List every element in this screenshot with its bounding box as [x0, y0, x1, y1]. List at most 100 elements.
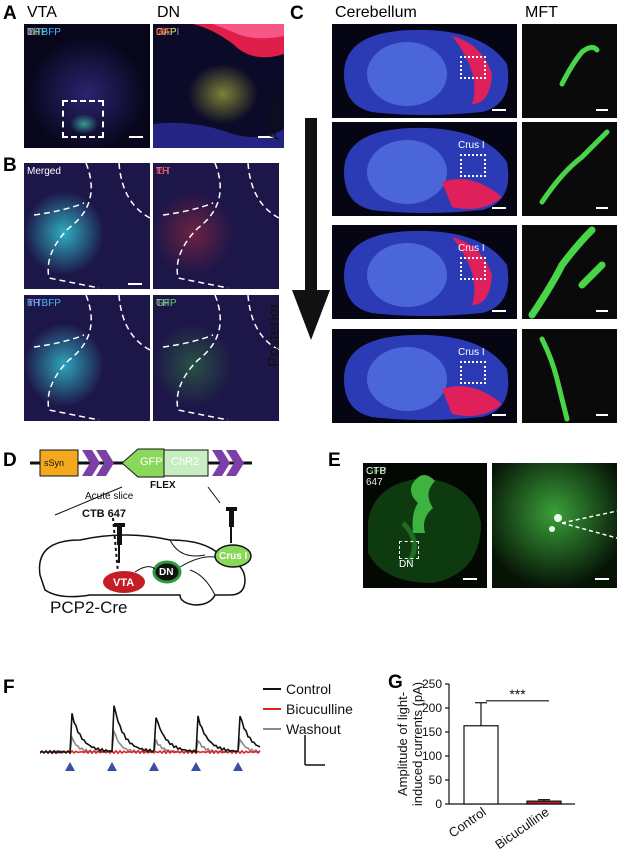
light-stimulus-marker	[107, 762, 117, 771]
panel-label-c: C	[290, 3, 304, 24]
light-stimulus-marker	[65, 762, 75, 771]
e-channel-1: CTB 647	[366, 466, 386, 488]
scale-bar	[492, 414, 506, 416]
y-tick-label: 250	[422, 677, 442, 691]
y-tick-label: 200	[422, 701, 442, 715]
loxp-right-1	[212, 450, 230, 476]
dn-label: DN	[159, 567, 174, 578]
b-tile-2-channel-0: TH	[27, 298, 41, 309]
b-tile-1-channel-1: tdT	[156, 166, 171, 177]
crus-roi-label: Crus I	[458, 347, 485, 358]
scale-bar	[492, 207, 506, 209]
b-tile-1-channel-0: TH	[156, 166, 170, 177]
trace-scale-bar	[304, 735, 325, 766]
bar-control	[463, 725, 499, 805]
y-tick-label: 100	[422, 749, 442, 763]
significance-label: ***	[509, 686, 526, 702]
scale-bar	[596, 109, 608, 111]
cerebellum-section-3: Crus I	[332, 329, 517, 423]
crus-roi-box	[460, 154, 486, 177]
scale-bar	[492, 310, 506, 312]
b-tile-2-channel-1: mTBFP	[27, 298, 61, 309]
vta-region	[103, 571, 145, 593]
scale-bar	[492, 109, 506, 111]
crus-roi-box	[460, 56, 486, 79]
mft-image-3	[522, 329, 617, 423]
crus-region	[214, 544, 252, 568]
ctb-label: CTB 647	[82, 508, 127, 520]
b-tile-0: Merged	[24, 163, 150, 289]
b-tile-3-channel-1: GFP	[156, 298, 177, 309]
vta-title: VTA	[27, 4, 57, 21]
legend-swatch	[263, 727, 281, 730]
x-tick-label: Control	[446, 804, 489, 840]
panel-label-b: B	[3, 155, 17, 176]
scale-bar	[595, 578, 609, 580]
scale-bar	[463, 578, 477, 580]
legend-label: Control	[286, 680, 332, 697]
vta-channel-1: GFP	[27, 27, 48, 38]
scale-bar	[596, 414, 608, 416]
vta-channel-2: tdT	[27, 27, 42, 38]
bar-bicuculline	[526, 800, 562, 805]
posterior-label: Posterior	[266, 302, 283, 368]
b-tile-0-channel-0: Merged	[27, 166, 61, 177]
light-stimulus-marker	[191, 762, 201, 771]
loxp-right-2	[226, 450, 244, 476]
panel-label-e: E	[328, 450, 341, 471]
cerebellum-section-1: Crus I	[332, 122, 517, 216]
light-stimulus-marker	[233, 762, 243, 771]
legend-item-washout: Washout	[263, 720, 341, 738]
ssyn-label: sSyn	[44, 458, 65, 468]
loxp-left-1	[82, 450, 100, 476]
x-tick-label: Bicuculline	[492, 804, 552, 852]
panel-label-d: D	[3, 450, 17, 471]
y-tick-label: 50	[429, 773, 443, 787]
panel-label-f: F	[3, 677, 15, 698]
dn-channel-1: GFP	[156, 27, 177, 38]
mouse-line-label: PCP2-Cre	[50, 598, 128, 617]
current-traces	[40, 705, 261, 771]
legend-item-control: Control	[263, 680, 331, 698]
chr2-gene	[163, 449, 209, 477]
mft-title: MFT	[525, 4, 558, 21]
dn-title: DN	[157, 4, 181, 21]
b-tile-3-channel-0: TH	[156, 298, 170, 309]
panel-label-a: A	[3, 3, 17, 24]
y-tick-label: 150	[422, 725, 442, 739]
legend-swatch	[263, 687, 281, 690]
dn-channel-2: tdT	[156, 27, 171, 38]
e-high-mag	[492, 463, 617, 588]
scale-bar	[129, 136, 143, 138]
cerebellum-section-2: Crus I	[332, 225, 517, 319]
cerebellum-section-0	[332, 24, 517, 118]
crus-roi-label: Crus I	[458, 140, 485, 151]
cerebellum-title: Cerebellum	[335, 4, 417, 21]
e-channel-0: GFP	[366, 466, 387, 477]
chr2-label: ChR2	[171, 456, 200, 468]
scale-bar	[258, 136, 274, 138]
mft-image-1	[522, 122, 617, 216]
mft-image-2	[522, 225, 617, 319]
crus-roi-box	[460, 257, 486, 280]
legend-label: Bicuculline	[286, 700, 353, 717]
y-axis-label: Amplitude of light-	[395, 692, 410, 796]
scale-bar	[596, 310, 608, 312]
anterior-posterior-arrow	[292, 118, 330, 340]
legend-label: Washout	[286, 720, 341, 737]
mft-image-0	[522, 24, 617, 118]
light-stimulus-marker	[149, 762, 159, 771]
vta-channel-3: mTBFP	[27, 27, 61, 38]
trace-bicuculline	[40, 749, 261, 755]
vta-channel-0: TH	[27, 27, 41, 38]
crus-label: Crus I	[219, 551, 248, 562]
trace-control	[40, 705, 261, 755]
ssyn-promoter	[39, 449, 79, 477]
